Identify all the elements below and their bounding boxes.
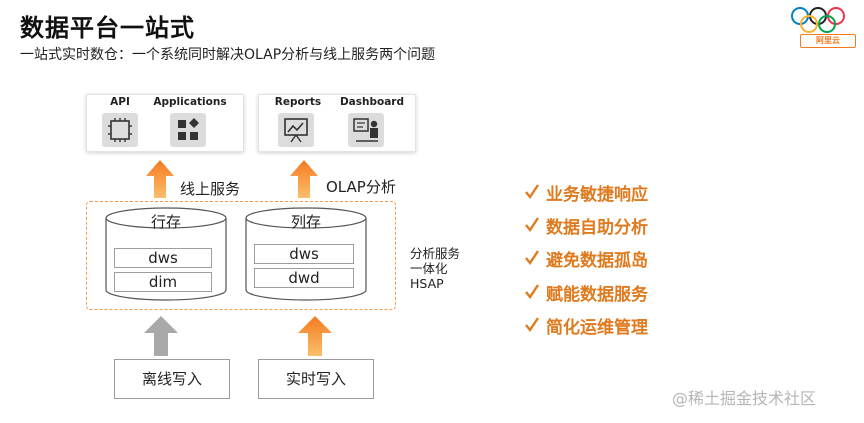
row-store-label: 行存: [150, 213, 181, 231]
column-store-dws-cell: dws: [254, 244, 354, 264]
realtime-write-box: 实时写入: [258, 359, 374, 399]
offline-write-box: 离线写入: [114, 359, 230, 399]
offline-write-arrow: [144, 316, 178, 356]
hsap-side-label: 分析服务 一体化 HSAP: [410, 246, 460, 291]
logo-text: 阿里云: [800, 34, 856, 48]
olympic-rings-icon: [791, 7, 845, 33]
list-item: 简化运维管理: [524, 313, 724, 338]
olap-analysis-label: OLAP分析: [326, 178, 396, 196]
checkmark-icon: [525, 217, 539, 233]
dashboard-label: Dashboard: [339, 96, 405, 108]
list-item: 数据自助分析: [524, 213, 724, 238]
row-store-dim-cell: dim: [114, 272, 212, 292]
applications-grid-icon: [170, 113, 206, 147]
benefit-text: 赋能数据服务: [546, 285, 648, 305]
applications-label: Applications: [153, 96, 227, 108]
list-item: 避免数据孤岛: [524, 246, 724, 271]
side-label-line-2: 一体化: [410, 261, 448, 276]
page-title: 数据平台一站式: [20, 14, 195, 42]
benefit-text: 业务敏捷响应: [546, 185, 648, 205]
api-chip-icon: [102, 113, 138, 147]
online-service-arrow: [146, 160, 174, 198]
realtime-write-arrow: [298, 316, 332, 356]
page-subtitle: 一站式实时数仓：一个系统同时解决OLAP分析与线上服务两个问题: [20, 47, 436, 63]
column-store-label: 列存: [290, 213, 321, 231]
benefit-text: 避免数据孤岛: [546, 251, 648, 271]
watermark: @稀土掘金技术社区: [672, 389, 817, 408]
column-store-dwd-cell: dwd: [254, 268, 354, 288]
api-label: API: [110, 96, 130, 108]
olap-analysis-arrow: [290, 160, 318, 198]
checkmark-icon: [525, 284, 539, 300]
checkmark-icon: [525, 184, 539, 200]
benefit-text: 简化运维管理: [546, 318, 648, 338]
side-label-line-3: HSAP: [410, 276, 444, 291]
hsap-region: [86, 201, 396, 310]
list-item: 赋能数据服务: [524, 280, 724, 305]
benefit-text: 数据自助分析: [546, 218, 648, 238]
service-consumers-box: [86, 94, 244, 152]
reports-label: Reports: [274, 96, 322, 108]
online-service-label: 线上服务: [180, 180, 241, 198]
dashboard-presenter-icon: [348, 113, 384, 147]
side-label-line-1: 分析服务: [410, 246, 461, 261]
row-store-dws-cell: dws: [114, 248, 212, 268]
list-item: 业务敏捷响应: [524, 180, 724, 205]
checkmark-icon: [525, 250, 539, 266]
report-chart-icon: [278, 113, 314, 147]
checkmark-icon: [525, 317, 539, 333]
